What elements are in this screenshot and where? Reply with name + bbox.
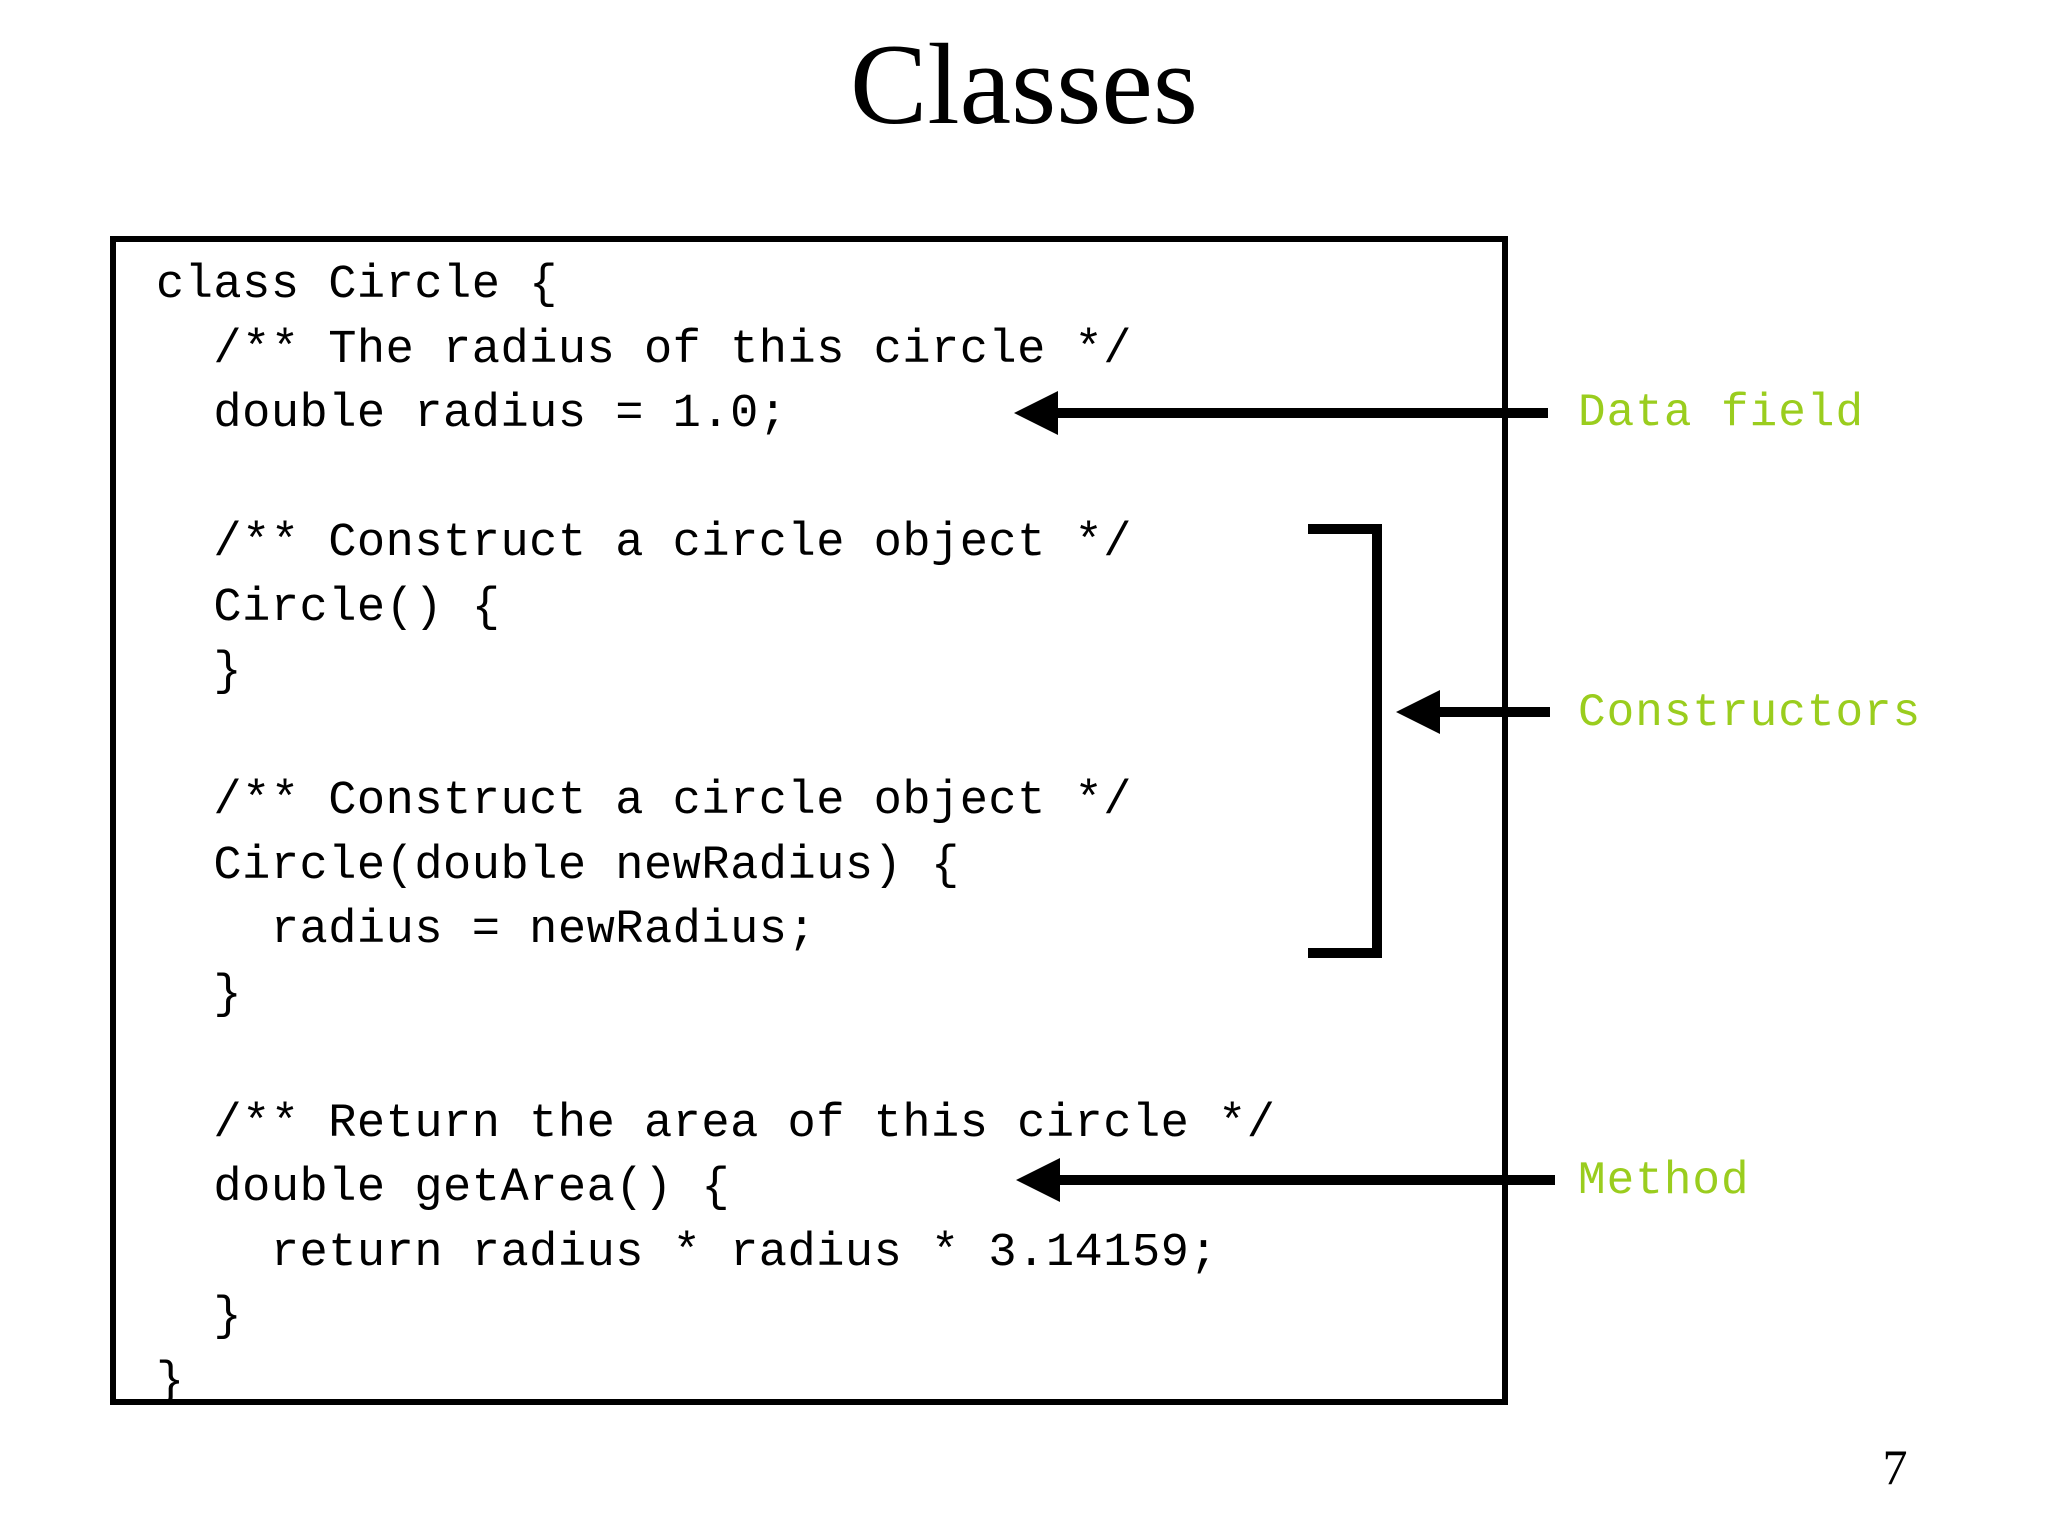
constructors-bracket-spine [1372,524,1382,958]
method-arrow-head [1016,1158,1060,1202]
page-title: Classes [850,21,1198,149]
data-field-arrow-head [1014,391,1058,435]
constructors-arrow-head [1396,690,1440,734]
page-number: 7 [1882,1439,1908,1495]
annotation-label-constructors: Constructors [1578,687,1922,739]
constructors-bracket-top-tick [1308,524,1382,534]
code-block-frame: class Circle { /** The radius of this ci… [110,236,1508,1409]
constructors-bracket [1308,524,1382,958]
constructors-bracket-bottom-tick [1308,948,1382,958]
java-source-code: class Circle { /** The radius of this ci… [156,259,1276,1409]
annotation-label-data-field: Data field [1578,387,1865,439]
constructors-arrow-shaft [1440,707,1550,717]
annotation-label-method: Method [1578,1155,1750,1207]
data-field-arrow-shaft [1058,408,1548,418]
method-arrow-shaft [1060,1175,1555,1185]
